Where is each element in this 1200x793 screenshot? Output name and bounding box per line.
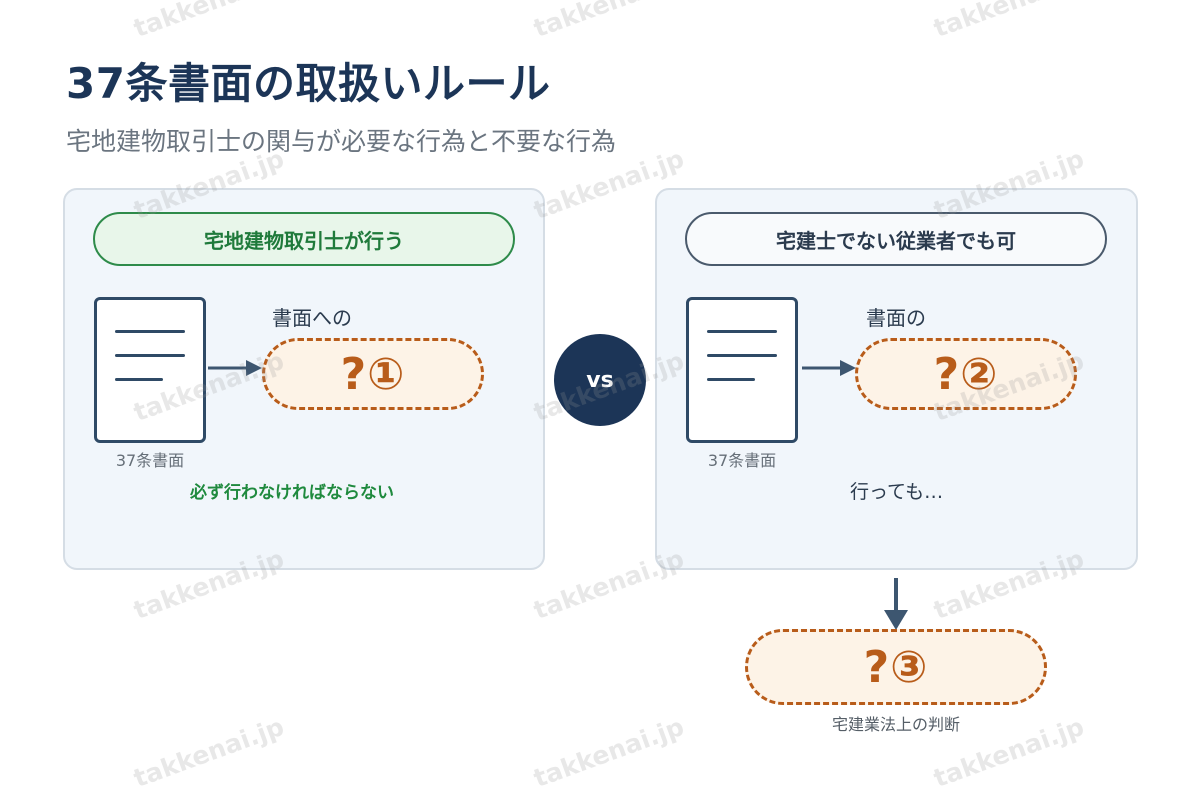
- left-document-icon: [94, 297, 206, 443]
- right-panel-header: 宅建士でない従業者でも可: [685, 212, 1107, 266]
- watermark: takkenai.jp: [529, 711, 688, 793]
- right-document-caption: 37条書面: [707, 451, 777, 470]
- watermark: takkenai.jp: [129, 711, 288, 793]
- left-action-label: 書面への: [272, 306, 352, 330]
- left-note: 必ず行わなければならない: [190, 483, 394, 503]
- left-arrow-icon: [208, 360, 262, 376]
- blank-3: ?③: [745, 629, 1047, 705]
- blank-1: ?①: [262, 338, 484, 410]
- right-arrow-icon: [802, 360, 856, 376]
- right-action-label: 書面の: [866, 306, 926, 330]
- left-document-caption: 37条書面: [115, 451, 185, 470]
- down-arrow-icon: [884, 578, 908, 630]
- watermark: takkenai.jp: [529, 0, 688, 44]
- right-document-icon: [686, 297, 798, 443]
- right-note: 行っても…: [850, 481, 944, 503]
- page-subtitle: 宅地建物取引士の関与が必要な行為と不要な行為: [66, 127, 617, 156]
- vs-badge: vs: [554, 334, 646, 426]
- page-title: 37条書面の取扱いルール: [66, 59, 551, 108]
- watermark: takkenai.jp: [929, 0, 1088, 44]
- watermark: takkenai.jp: [129, 0, 288, 44]
- left-panel-header: 宅地建物取引士が行う: [93, 212, 515, 266]
- blank-2: ?②: [855, 338, 1077, 410]
- result-caption: 宅建業法上の判断: [831, 715, 960, 734]
